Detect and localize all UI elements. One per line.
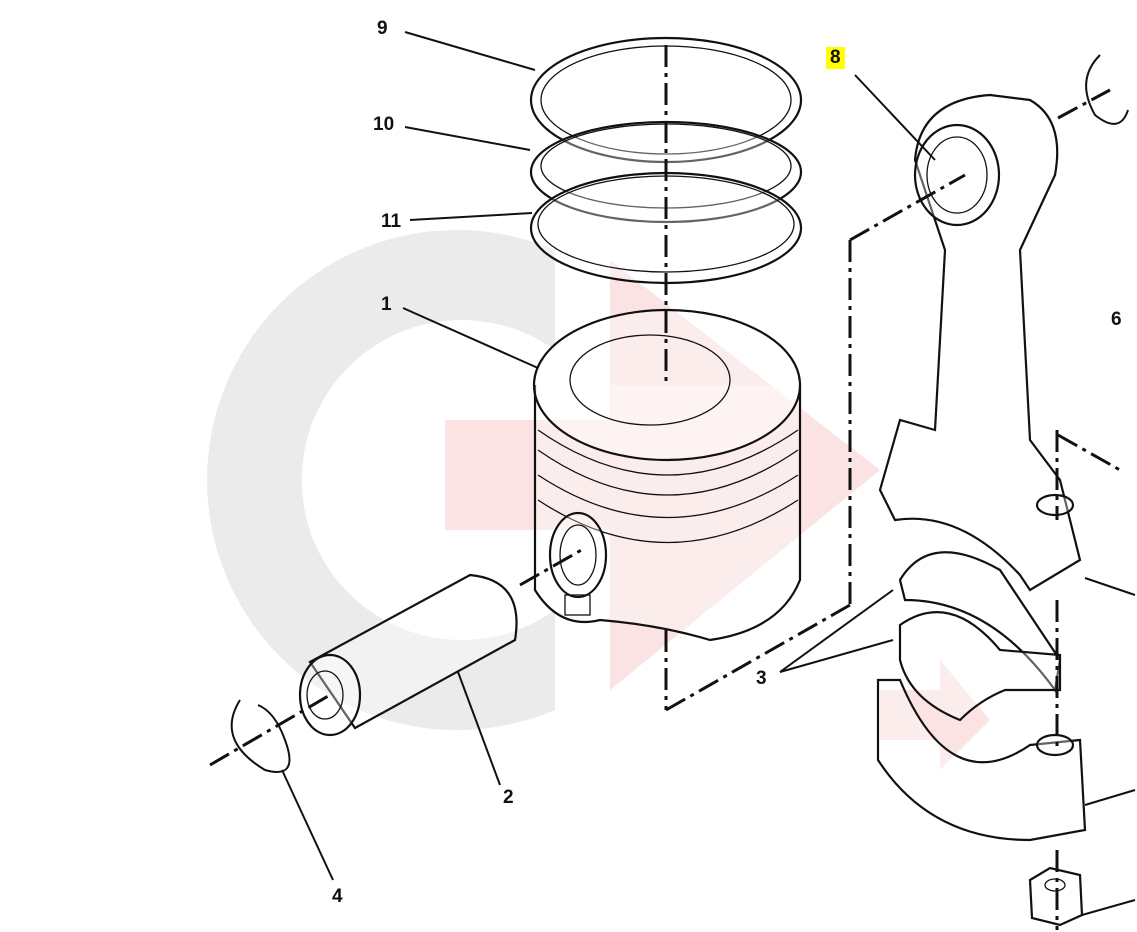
- callout-3[interactable]: 3: [756, 668, 767, 689]
- callout-6[interactable]: 6: [1111, 309, 1122, 330]
- callout-9[interactable]: 9: [377, 18, 388, 39]
- callout-11[interactable]: 11: [381, 211, 402, 232]
- callout-4[interactable]: 4: [332, 886, 343, 907]
- leader-lines: [281, 31, 1136, 916]
- callout-1[interactable]: 1: [381, 294, 392, 315]
- snap-ring-right: [1085, 54, 1129, 125]
- bearing-shells: [898, 551, 1062, 722]
- callout-10[interactable]: 10: [373, 114, 395, 135]
- piston-pin: [298, 573, 518, 737]
- connecting-rod-cap: [876, 678, 1087, 842]
- callout-8-highlighted[interactable]: 8: [826, 47, 845, 69]
- snap-ring-left: [230, 699, 291, 773]
- callout-2[interactable]: 2: [503, 787, 514, 808]
- piston: [532, 308, 802, 642]
- connecting-rod: [878, 93, 1082, 592]
